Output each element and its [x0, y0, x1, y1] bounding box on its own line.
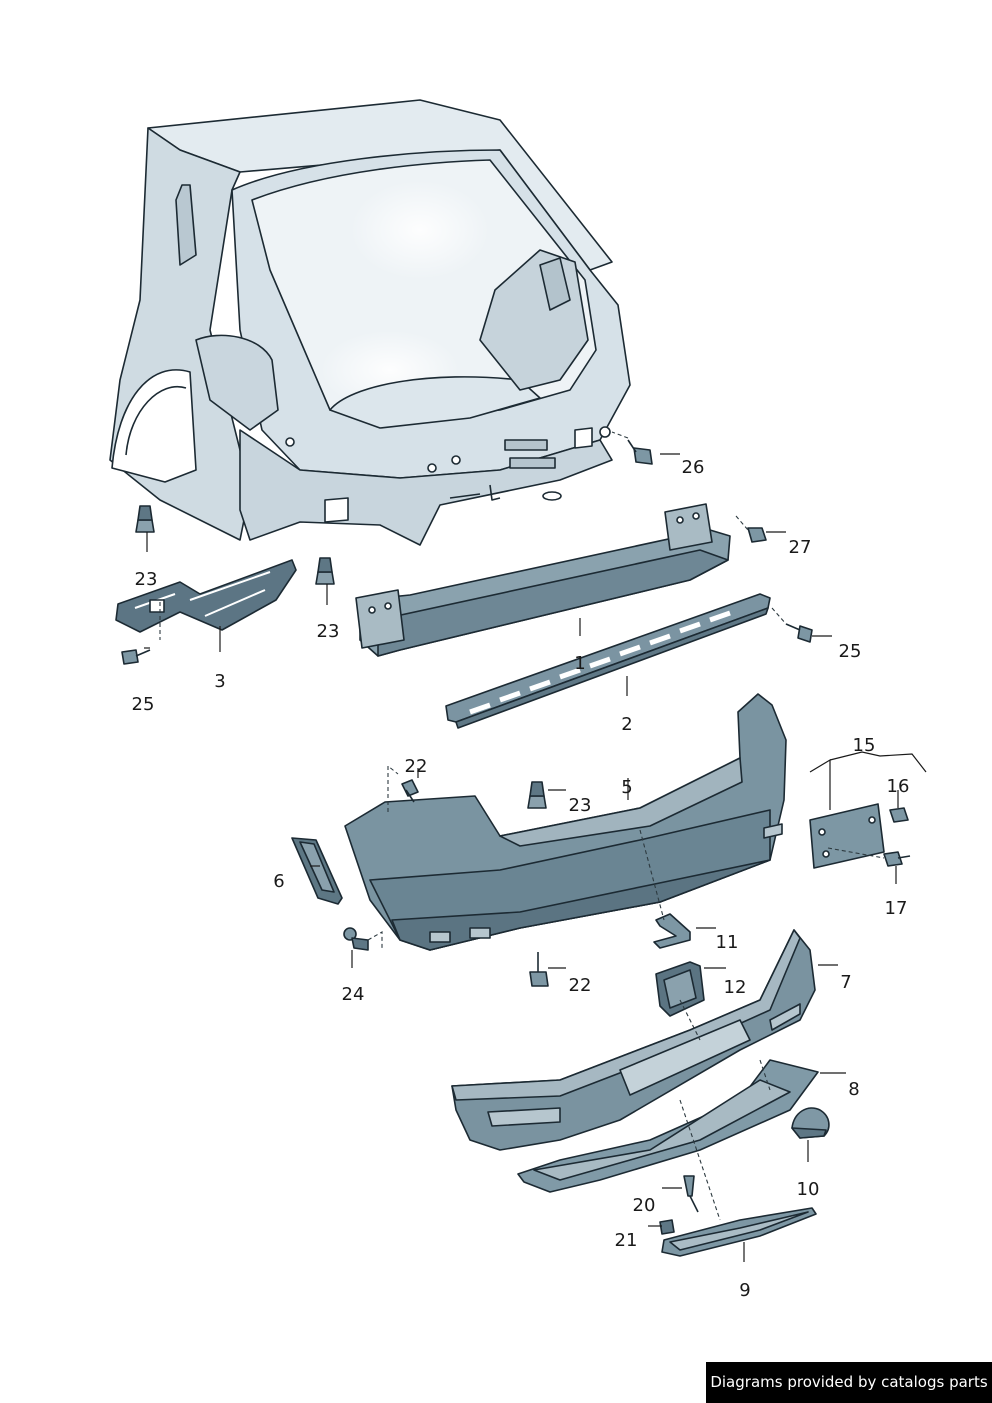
bumper-guide-11	[653, 913, 691, 949]
vehicle-rear-body	[109, 99, 631, 546]
tow-eye-cap	[791, 1107, 830, 1139]
callout-8: 8	[848, 1079, 859, 1100]
callout-labels: 1 2 3 5 6 7 8 9 10 11 12 15 16 17 20 21 …	[132, 457, 910, 1301]
fastener-screws	[121, 439, 911, 1235]
callout-20: 20	[633, 1195, 656, 1216]
energy-absorber	[445, 593, 771, 729]
callout-5: 5	[621, 777, 632, 798]
callout-7: 7	[840, 972, 851, 993]
callout-22a: 22	[405, 756, 428, 777]
callout-22b: 22	[569, 975, 592, 996]
callout-9: 9	[739, 1280, 750, 1301]
alignment-dashes	[159, 431, 885, 1221]
bumper-lower-trim	[517, 1059, 819, 1193]
bumper-lower-diffuser	[451, 929, 816, 1151]
callout-25a: 25	[132, 694, 155, 715]
callout-10: 10	[797, 1179, 820, 1200]
callout-26: 26	[682, 457, 705, 478]
bumper-cover	[344, 693, 787, 951]
bumper-trim-strip	[661, 1207, 817, 1257]
callout-3: 3	[214, 671, 225, 692]
callout-16: 16	[887, 776, 910, 797]
credit-banner: Diagrams provided by catalogs parts	[706, 1362, 992, 1403]
callout-23c: 23	[569, 795, 592, 816]
leader-lines	[144, 453, 927, 1262]
callout-21: 21	[615, 1230, 638, 1251]
callout-27: 27	[789, 537, 812, 558]
bumper-guide-12	[655, 961, 705, 1017]
bumper-reinforcement-bar	[355, 503, 731, 657]
callout-15: 15	[853, 735, 876, 756]
callout-17: 17	[885, 898, 908, 919]
callout-24: 24	[342, 984, 365, 1005]
callout-11: 11	[716, 932, 739, 953]
callout-6: 6	[273, 871, 284, 892]
callout-2: 2	[621, 714, 632, 735]
callout-1: 1	[574, 653, 585, 674]
callout-23b: 23	[317, 621, 340, 642]
license-plate-bracket	[809, 803, 885, 869]
bumper-side-bracket	[291, 837, 343, 905]
callout-23a: 23	[135, 569, 158, 590]
callout-25b: 25	[839, 641, 862, 662]
callout-12: 12	[724, 977, 747, 998]
